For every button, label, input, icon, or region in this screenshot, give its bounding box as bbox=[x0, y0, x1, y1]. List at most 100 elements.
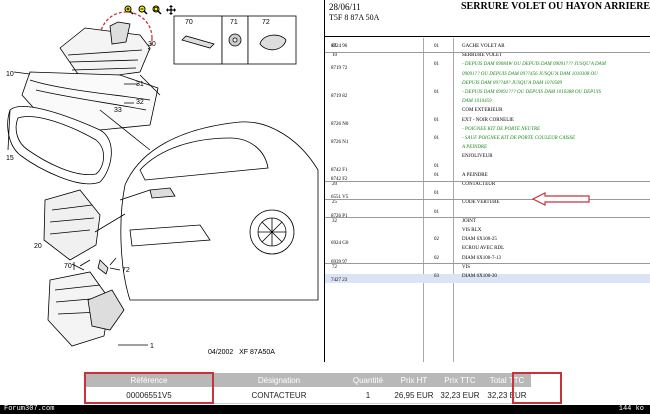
svg-text:31: 31 bbox=[136, 81, 144, 88]
order-price-ttc: 32,23 EUR bbox=[437, 387, 483, 404]
row-description: CODE VERTURE bbox=[462, 200, 500, 206]
svg-text:1: 1 bbox=[150, 343, 154, 350]
row-description: VIS bbox=[462, 264, 471, 270]
row-reference: 8742 F2 bbox=[331, 176, 348, 182]
row-description: DIAM 6X100-30 bbox=[462, 274, 497, 279]
row-number: 20 bbox=[332, 182, 337, 187]
parts-catalog: 28/06/11 SERRURE VOLET OU HAYON ARRIERE … bbox=[324, 0, 650, 362]
row-quantity: 01 bbox=[434, 191, 439, 197]
row-reference: 6924 G0 bbox=[331, 241, 349, 247]
row-description: - SAUF POIGNEE KIT DE PORTE COULEUR CAIS… bbox=[462, 136, 576, 141]
diagram-caption: 04/2002 XF 87A50A bbox=[208, 349, 275, 356]
row-description: EXT - NOIR CORNELIE bbox=[462, 117, 514, 123]
order-header-total-ttc: Total TTC bbox=[483, 373, 531, 387]
row-description: CONTACTEUR bbox=[462, 182, 496, 187]
svg-text:32: 32 bbox=[136, 99, 144, 106]
row-quantity: 02 bbox=[434, 255, 439, 261]
row-number: 25 bbox=[332, 200, 337, 206]
row-description: VIS RLX bbox=[462, 228, 482, 233]
row-description: ENJOLIVEUR bbox=[462, 154, 493, 160]
file-size: 144 ko bbox=[618, 405, 644, 413]
exploded-diagram: 70 71 72 30 10 31 32 33 15 20 70 72 1 04… bbox=[0, 0, 322, 362]
row-reference: 6551 V5 bbox=[331, 195, 349, 201]
svg-text:70: 70 bbox=[64, 263, 72, 270]
row-separator bbox=[325, 263, 650, 265]
row-description: DIAM 6X100-7-13 bbox=[462, 255, 502, 261]
diagram-drawing: 70 71 72 30 10 31 32 33 15 20 70 72 1 bbox=[6, 11, 319, 350]
row-separator bbox=[325, 180, 650, 182]
reference-highlight bbox=[84, 372, 214, 404]
row-description: JOINT bbox=[462, 218, 476, 224]
row-number: 32 bbox=[332, 218, 337, 224]
zoom-fit-icon[interactable] bbox=[152, 2, 162, 15]
order-designation: CONTACTEUR bbox=[213, 387, 345, 404]
svg-text:72: 72 bbox=[122, 267, 130, 274]
row-reference: 7427 23 bbox=[331, 278, 348, 283]
row-description: DIAM 6X100-25 bbox=[462, 237, 497, 243]
row-description: DAM 1010459 bbox=[462, 99, 492, 105]
red-arrow-icon bbox=[531, 192, 590, 206]
header-divider bbox=[325, 36, 650, 37]
row-reference: 8726 N0 bbox=[331, 121, 349, 127]
order-header-quantity: Quantité bbox=[345, 373, 391, 387]
order-header-designation: Désignation bbox=[213, 373, 345, 387]
svg-text:20: 20 bbox=[34, 243, 42, 250]
zoom-in-icon[interactable] bbox=[124, 2, 134, 15]
row-quantity: 01 bbox=[434, 172, 439, 178]
svg-text:15: 15 bbox=[6, 155, 14, 162]
row-reference: 8724 96 bbox=[331, 44, 348, 49]
row-number: 10 bbox=[332, 53, 337, 59]
row-reference: 8726 N1 bbox=[331, 140, 349, 145]
row-reference: 8726 P1 bbox=[331, 213, 348, 219]
row-quantity: 01 bbox=[434, 163, 439, 169]
svg-text:71: 71 bbox=[230, 19, 238, 26]
catalog-date: 28/06/11 bbox=[329, 2, 361, 12]
row-quantity: 01 bbox=[434, 117, 439, 123]
order-header-reference: Référence bbox=[85, 373, 213, 387]
catalog-row: 7427 23 03 DIAM 6X100-30 bbox=[325, 274, 650, 283]
row-description: ECROU AVEC RDL bbox=[462, 246, 505, 252]
row-separator bbox=[325, 198, 650, 200]
row-number: 72 bbox=[332, 264, 337, 270]
order-row: 00006551V5 CONTACTEUR 1 26,95 EUR 32,23 … bbox=[85, 387, 531, 404]
row-quantity: 03 bbox=[434, 274, 439, 279]
order-header-price-ht: Prix HT bbox=[391, 373, 437, 387]
row-quantity: 01 bbox=[434, 90, 439, 95]
row-description: SERRURE VOLET bbox=[462, 53, 503, 59]
row-description: A PEINDRE bbox=[462, 145, 488, 151]
row-description: GACHE VOLET AR bbox=[462, 44, 505, 49]
catalog-model: T5F 8 87A 50A bbox=[329, 13, 380, 22]
svg-text:10: 10 bbox=[6, 71, 14, 78]
row-description: - DEPUIS DAM 09091??? OU DEPUIS DAM 1010… bbox=[462, 90, 602, 95]
row-quantity: 01 bbox=[434, 62, 439, 68]
svg-text:30: 30 bbox=[148, 41, 156, 48]
row-separator bbox=[325, 51, 650, 53]
move-icon[interactable] bbox=[166, 2, 176, 15]
row-number: 01 bbox=[332, 44, 337, 49]
row-reference: 8742 F1 bbox=[331, 167, 348, 173]
svg-text:70: 70 bbox=[185, 19, 193, 26]
order-total-ttc: 32,23 EUR bbox=[483, 387, 531, 404]
order-quantity: 1 bbox=[345, 387, 391, 404]
row-separator bbox=[325, 217, 650, 219]
row-reference: 8719 72 bbox=[331, 66, 348, 72]
catalog-title: SERRURE VOLET OU HAYON ARRIERE bbox=[461, 1, 650, 12]
row-description: DEPUIS DAM 09??48? JUSQU'A DAM 10?0589 bbox=[462, 80, 562, 86]
forum-watermark: Forum307.com bbox=[4, 405, 55, 413]
column-divider bbox=[423, 38, 424, 362]
row-description: A PEINDRE bbox=[462, 172, 488, 178]
zoom-out-icon[interactable] bbox=[138, 2, 148, 15]
order-table: Référence Désignation Quantité Prix HT P… bbox=[85, 373, 531, 404]
row-quantity: 02 bbox=[434, 237, 439, 243]
row-quantity: 01 bbox=[434, 44, 439, 49]
row-description: 09091?? OU DEPUIS DAM 09??456 JUSQU'A DA… bbox=[462, 71, 598, 77]
svg-text:33: 33 bbox=[114, 107, 122, 114]
row-quantity: 01 bbox=[434, 136, 439, 141]
svg-text:72: 72 bbox=[262, 19, 270, 26]
row-description: COM EXTERIEUR bbox=[462, 108, 503, 114]
bottom-bar bbox=[0, 405, 650, 414]
total-highlight bbox=[512, 372, 562, 404]
row-description: - POIGNEE KIT DE PORTE NEUTRE bbox=[462, 126, 541, 132]
order-header-price-ttc: Prix TTC bbox=[437, 373, 483, 387]
row-description: - DEPUIS DAM 09084W OU DEPUIS DAM 09091?… bbox=[462, 62, 606, 68]
